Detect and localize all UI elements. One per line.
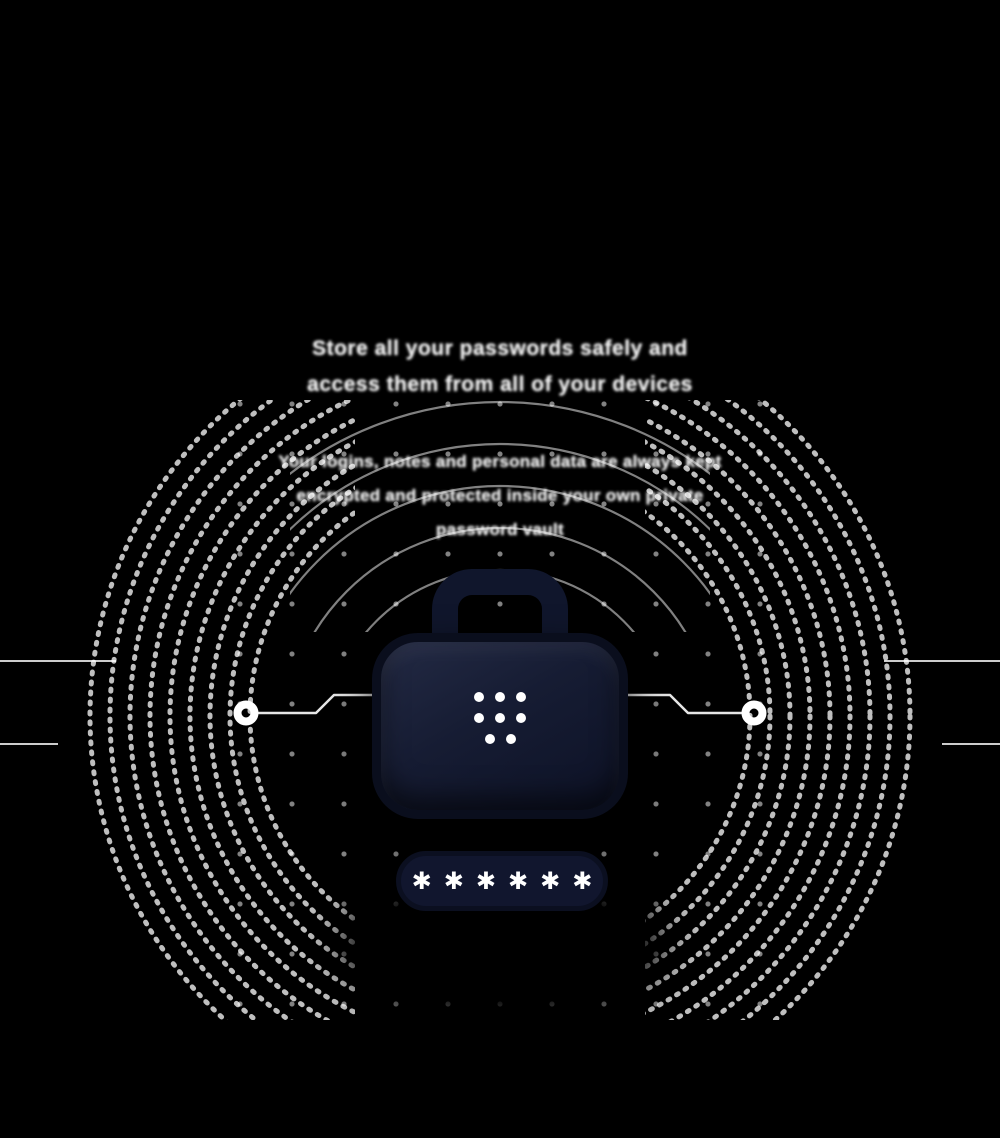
keypad-row	[474, 713, 526, 723]
keypad-dot	[495, 692, 505, 702]
keypad-dot	[474, 692, 484, 702]
hero-heading-line1: Store all your passwords safely and	[312, 337, 688, 360]
keypad-row	[484, 734, 516, 744]
hero-heading-line2: access them from all of your devices	[307, 373, 693, 396]
circuit-traces-icon	[258, 693, 742, 715]
keypad-dot	[484, 734, 495, 744]
hero-body-line3: password vault	[436, 520, 564, 539]
keypad-dot	[495, 713, 505, 723]
keypad-dot	[516, 713, 526, 723]
hero-body: Your logins, notes and personal data are…	[0, 445, 1000, 547]
circuit-node-left-icon	[233, 700, 259, 726]
hero-heading: Store all your passwords safely and acce…	[0, 331, 1000, 403]
keypad-dot	[505, 734, 516, 744]
masked-password-field-graphic: ✱✱✱✱✱✱	[396, 851, 608, 911]
password-asterisks: ✱✱✱✱✱✱	[411, 868, 605, 895]
briefcase-vault-icon	[372, 633, 628, 819]
circuit-node-right-icon	[741, 700, 767, 726]
edge-lines-icon	[0, 660, 1000, 745]
hero-body-line1: Your logins, notes and personal data are…	[278, 452, 722, 471]
keypad-dot	[474, 713, 484, 723]
hero-body-line2: encrypted and protected inside your own …	[296, 486, 704, 505]
dot-keypad-icon	[474, 692, 526, 744]
keypad-row	[474, 692, 526, 702]
keypad-dot	[516, 692, 526, 702]
